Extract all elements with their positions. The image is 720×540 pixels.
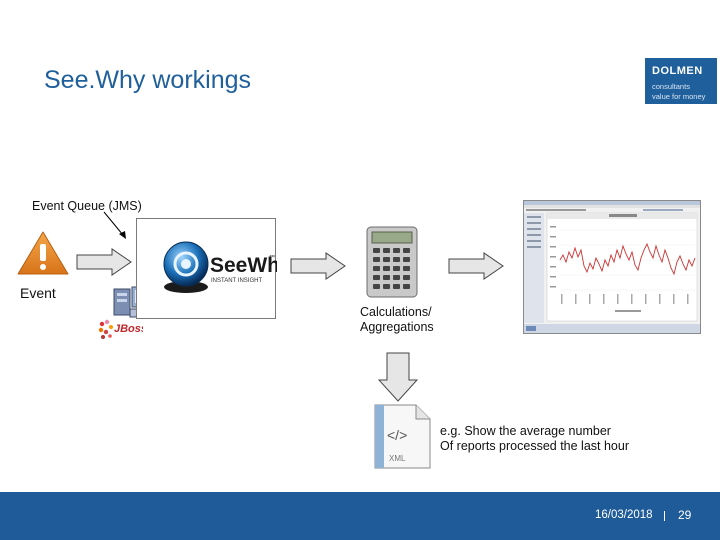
arrow-calc-to-xml: [378, 352, 418, 402]
footer-bar: 16/03/2018 29: [0, 492, 720, 540]
chart-screenshot: [523, 200, 701, 334]
seewhy-logo-text: SeeWhy: [210, 254, 277, 277]
seewhy-tm: ™: [269, 254, 275, 261]
footer-date: 16/03/2018: [595, 509, 653, 521]
event-queue-label: Event Queue (JMS): [32, 199, 142, 213]
calculations-label-1: Calculations/: [360, 305, 432, 319]
jboss-label: JBoss: [114, 323, 143, 335]
queue-pointer: [103, 211, 126, 239]
seewhy-tagline: INSTANT INSIGHT: [211, 278, 262, 284]
example-line-2: Of reports processed the last hour: [440, 439, 629, 453]
seewhy-box: [136, 218, 276, 319]
footer-separator: [664, 511, 665, 521]
arrow-seewhy-to-calc: [290, 252, 346, 280]
arrow-calc-to-chart: [448, 252, 504, 280]
xml-tag: </>: [387, 427, 407, 443]
xml-file-icon: </> XML: [374, 404, 431, 469]
seewhy-logo-icon: [163, 241, 209, 293]
slide-title: See.Why workings: [44, 66, 252, 94]
calculations-label-2: Aggregations: [360, 320, 434, 334]
example-line-1: e.g. Show the average number: [440, 424, 611, 438]
seewhy-wordmark: SeeWhy ™ INSTANT INSIGHT: [210, 254, 277, 284]
dolmen-logo: DOLMEN consultants value for money: [645, 58, 717, 104]
event-label: Event: [20, 285, 56, 301]
logo-tagline-1: consultants: [652, 82, 690, 91]
page-number: 29: [678, 508, 692, 522]
logo-brand: DOLMEN: [652, 65, 703, 77]
calculator-icon: [366, 226, 418, 298]
arrow-event-to-seewhy: [76, 248, 132, 276]
warning-icon: [17, 231, 69, 275]
xml-label: XML: [389, 454, 406, 463]
jboss-icon: JBoss: [98, 319, 143, 339]
logo-tagline-2: value for money: [652, 92, 706, 101]
